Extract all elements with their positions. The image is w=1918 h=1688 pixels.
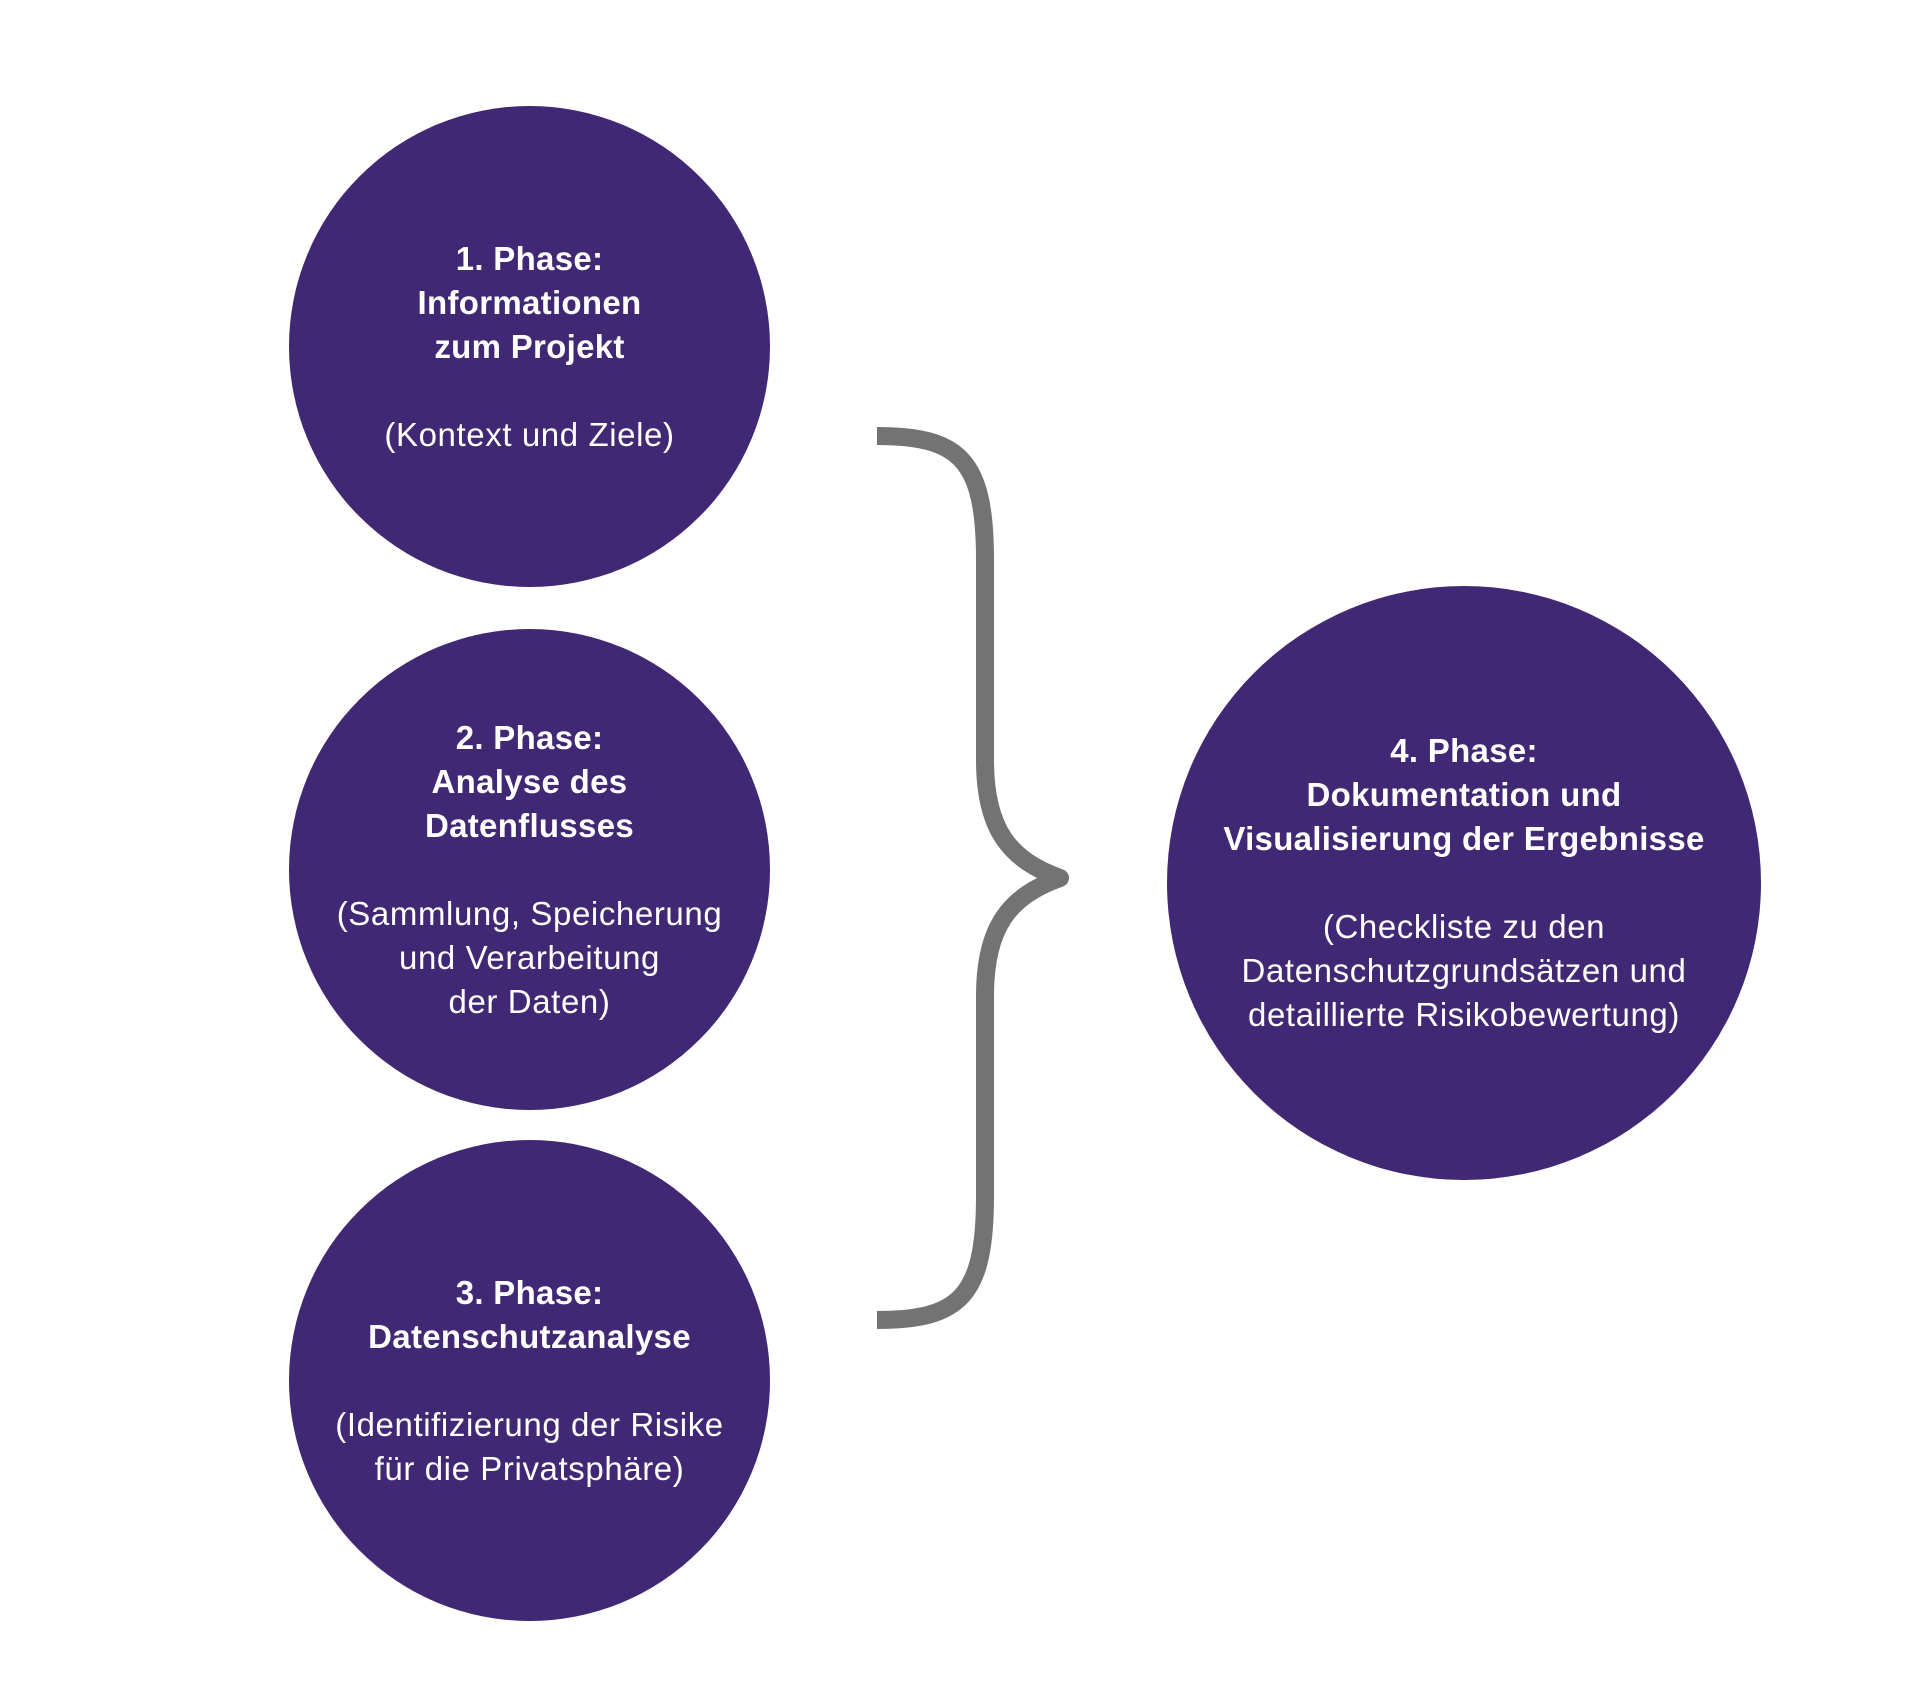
- phase-3-circle: 3. Phase: Datenschutzanalyse (Identifizi…: [289, 1140, 770, 1621]
- phase-4-description: (Checkliste zu den Datenschutzgrundsätze…: [1241, 908, 1687, 1033]
- phase-2-title: 2. Phase: Analyse des Datenflusses: [424, 718, 634, 844]
- phase-3-title: 3. Phase: Datenschutzanalyse: [368, 1273, 691, 1355]
- phase-3-description: (Identifizierung der Risike für die Priv…: [335, 1405, 724, 1487]
- phase-2-description: (Sammlung, Speicherung und Verarbeitung …: [336, 894, 723, 1020]
- phase-4-circle: 4. Phase: Dokumentation und Visualisieru…: [1167, 586, 1761, 1180]
- phase-1-title: 1. Phase: Informationen zum Projekt: [417, 239, 642, 365]
- phase-4-title: 4. Phase: Dokumentation und Visualisieru…: [1223, 732, 1705, 857]
- phase-2-circle: 2. Phase: Analyse des Datenflusses (Samm…: [289, 629, 770, 1110]
- phase-1-circle: 1. Phase: Informationen zum Projekt (Kon…: [289, 106, 770, 587]
- phase-1-description: (Kontext und Ziele): [384, 415, 675, 453]
- brace-path: [876, 427, 1069, 1329]
